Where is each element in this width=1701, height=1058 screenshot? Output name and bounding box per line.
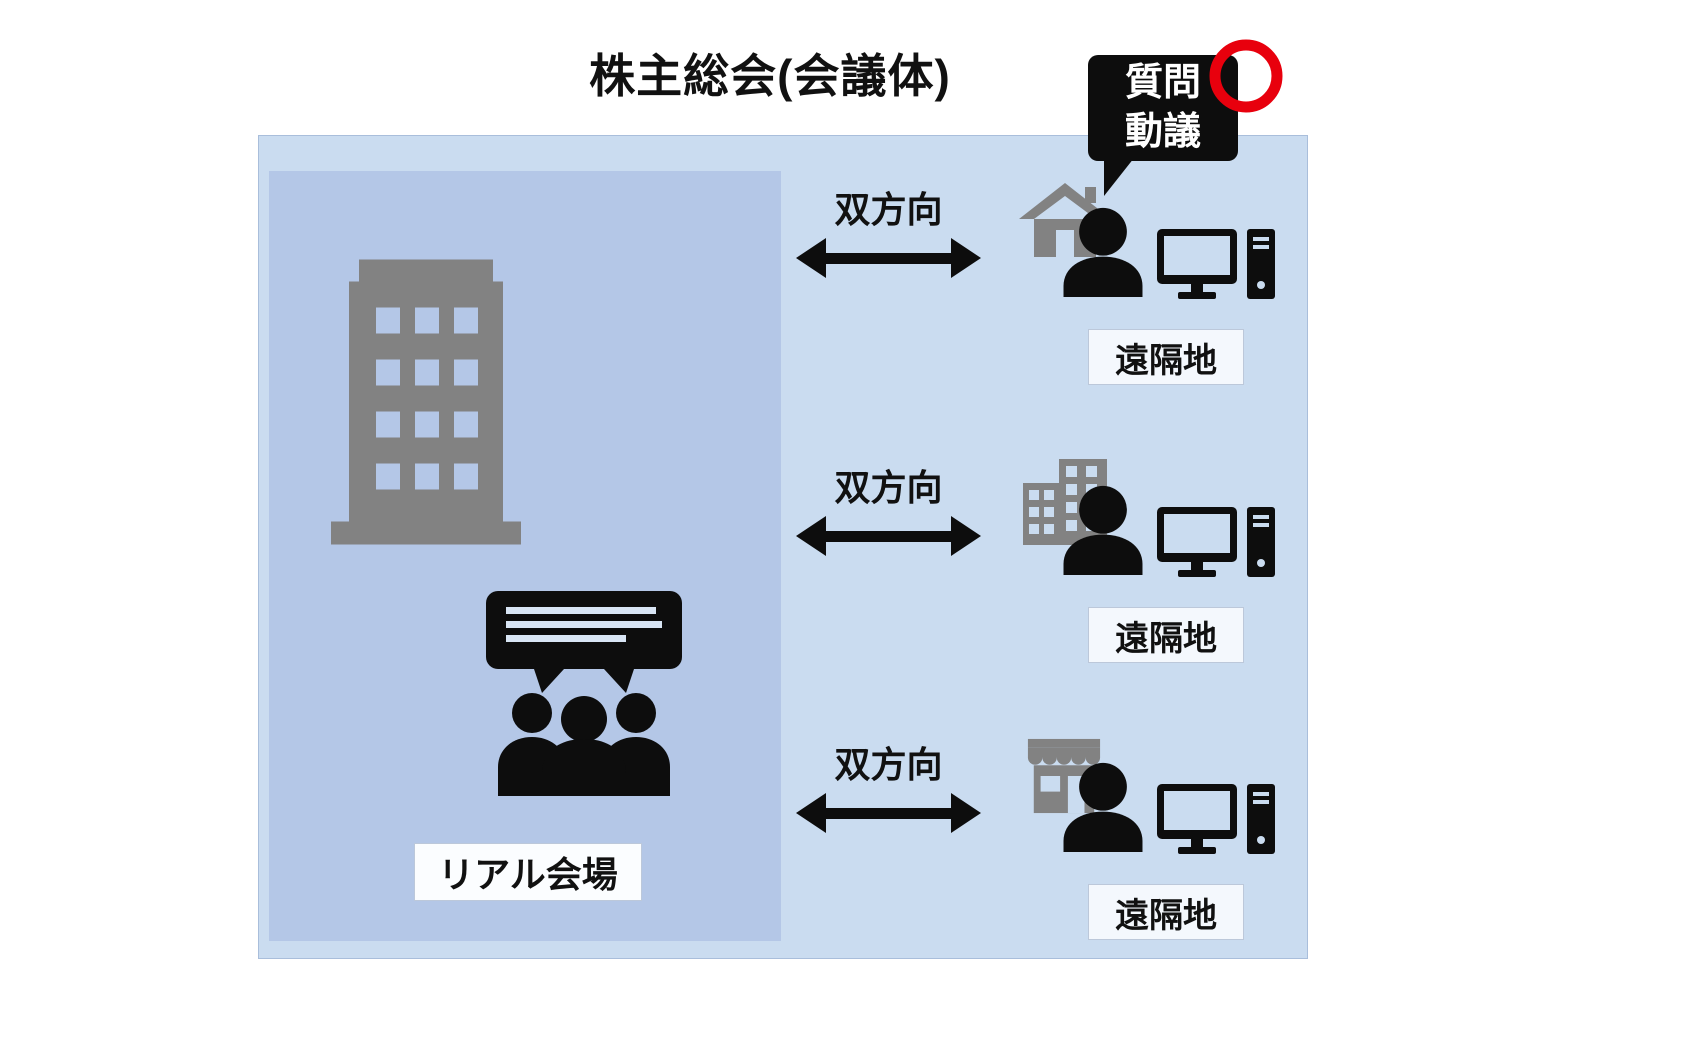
red-circle-annotation bbox=[1209, 39, 1283, 113]
remote-location-label-text: 遠隔地 bbox=[1115, 619, 1217, 658]
desktop-computer-icon bbox=[1157, 784, 1275, 854]
office-building-icon bbox=[331, 259, 521, 545]
two-way-arrow-icon bbox=[796, 238, 981, 278]
remote-row-office: 双方向 bbox=[259, 459, 1309, 671]
remote-row-store: 双方向 bbox=[259, 736, 1309, 948]
remote-shareholder-icon bbox=[1063, 485, 1143, 575]
two-way-arrow-icon bbox=[796, 793, 981, 833]
two-way-label: 双方向 bbox=[834, 744, 943, 785]
two-way-label: 双方向 bbox=[834, 467, 943, 508]
real-venue-panel: リアル会場 bbox=[269, 171, 781, 941]
remote-row-house: 双方向 bbox=[259, 181, 1309, 393]
audience-speech-icon bbox=[486, 591, 682, 796]
real-venue-label-text: リアル会場 bbox=[438, 854, 618, 895]
real-venue-label: リアル会場 bbox=[414, 843, 642, 901]
shareholders-meeting-panel: リアル会場 双方向 bbox=[258, 135, 1308, 959]
remote-shareholder-icon bbox=[1063, 762, 1143, 852]
remote-location-label: 遠隔地 bbox=[1088, 884, 1244, 940]
page-title: 株主総会(会議体) bbox=[589, 50, 951, 102]
two-way-arrow-icon bbox=[796, 516, 981, 556]
remote-location-label: 遠隔地 bbox=[1088, 329, 1244, 385]
desktop-computer-icon bbox=[1157, 229, 1275, 299]
desktop-computer-icon bbox=[1157, 507, 1275, 577]
bubble-tail bbox=[1104, 158, 1134, 196]
remote-location-label-text: 遠隔地 bbox=[1115, 341, 1217, 380]
two-way-label: 双方向 bbox=[834, 189, 943, 230]
remote-location-label-text: 遠隔地 bbox=[1115, 896, 1217, 935]
bubble-line-2: 動議 bbox=[1124, 111, 1201, 153]
remote-shareholder-icon bbox=[1063, 207, 1143, 297]
office-cluster-icon bbox=[1023, 459, 1107, 545]
remote-location-label: 遠隔地 bbox=[1088, 607, 1244, 663]
bubble-line-1: 質問 bbox=[1124, 61, 1201, 104]
